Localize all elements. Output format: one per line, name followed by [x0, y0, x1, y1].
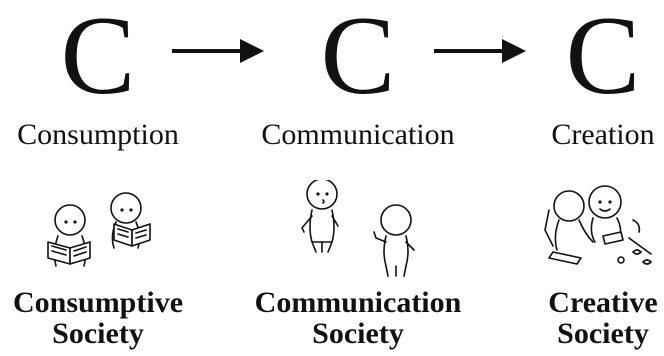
society-name: Consumptive Society	[12, 286, 184, 350]
stage-letter: C	[565, 0, 641, 118]
reading-people-illustration	[47, 192, 151, 267]
stage-communication: C Communication Communication Society	[238, 0, 478, 356]
stage-creation: C Creation Creative Society	[483, 0, 664, 356]
society-name: Communication Society	[254, 286, 462, 350]
stage-label: Creation	[551, 118, 655, 151]
stage-letter: C	[60, 0, 136, 118]
stage-label: Consumption	[17, 118, 179, 151]
talking-people-illustration	[301, 180, 415, 277]
creating-people-illustration	[544, 185, 652, 265]
society-name: Creative Society	[548, 286, 658, 350]
stage-label: Communication	[261, 118, 455, 151]
stage-letter: C	[320, 0, 396, 118]
stage-consumption: C Consumption Consumptive Society	[0, 0, 218, 356]
right-arrow-icon	[172, 39, 264, 63]
right-arrow-icon	[434, 39, 526, 63]
